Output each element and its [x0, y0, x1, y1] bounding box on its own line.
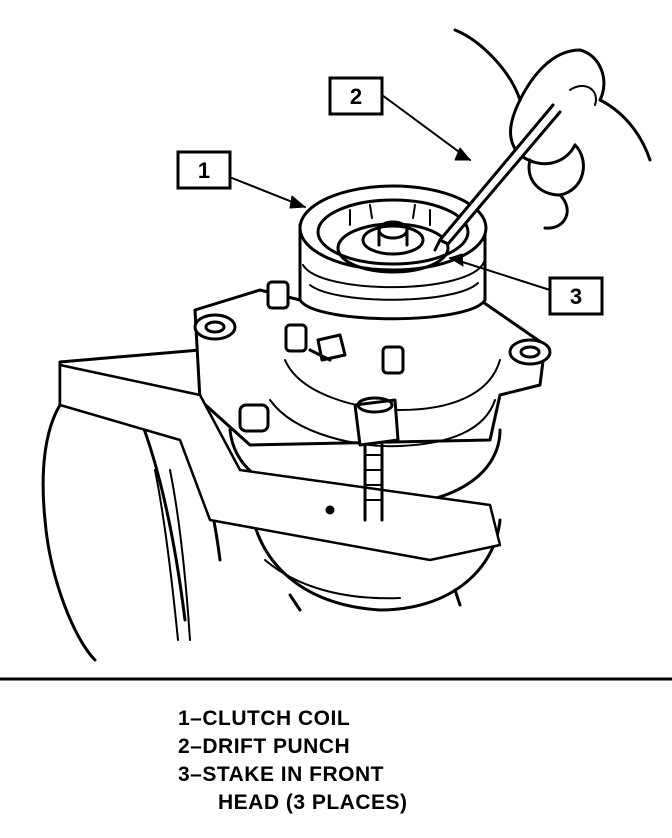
legend-item-3: 3–STAKE IN FRONT: [178, 763, 384, 786]
compressor-shaft: [349, 204, 431, 256]
callout-1: 1: [176, 150, 232, 190]
callout-1-label: 1: [198, 158, 210, 183]
mounting-ears: [193, 313, 552, 433]
drift-punch: [433, 103, 562, 252]
callout-3: 3: [548, 276, 604, 316]
legend: 1–CLUTCH COIL 2–DRIFT PUNCH 3–STAKE IN F…: [178, 707, 408, 814]
legend-item-2: 2–DRIFT PUNCH: [178, 735, 350, 758]
legend-item-3-continued: HEAD (3 PLACES): [218, 791, 408, 814]
bolts: [266, 280, 405, 375]
hand: [453, 28, 652, 230]
callout-2-label: 2: [350, 84, 362, 109]
legend-item-1: 1–CLUTCH COIL: [178, 707, 350, 730]
holding-tool: [58, 363, 502, 562]
callout-3-label: 3: [570, 284, 582, 309]
callout-2: 2: [328, 76, 384, 116]
callout-leaders: [231, 94, 551, 291]
